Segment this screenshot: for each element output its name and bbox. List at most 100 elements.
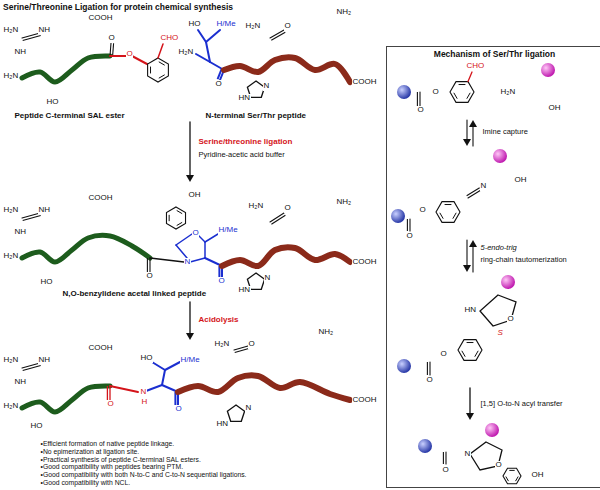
atom-label: O	[107, 400, 114, 409]
bond-line	[152, 362, 165, 370]
bond-line	[540, 86, 546, 102]
atom-label: H₂N	[3, 72, 19, 81]
peptide-backbone	[224, 57, 350, 82]
bond-line	[20, 38, 22, 48]
bond-line	[405, 217, 410, 219]
atom-label: H₂N	[245, 22, 261, 31]
double-bond-line	[271, 215, 285, 224]
bond-line	[20, 368, 22, 378]
ring-outline	[480, 295, 516, 326]
atom-label: NH₂	[336, 8, 352, 17]
double-bond-line	[147, 258, 148, 272]
bond-line	[16, 215, 22, 218]
caption-text: Acidolysis	[198, 316, 239, 325]
caption-text: 5-endo-trig	[480, 244, 517, 252]
blue-peptide-ball	[418, 439, 432, 453]
bond-line	[72, 24, 96, 70]
caption-text: •Practical synthesis of peptide C-termin…	[40, 456, 201, 463]
bond-line	[186, 202, 193, 213]
atom-label: O	[426, 376, 433, 385]
bond-line	[189, 122, 190, 177]
bond-line	[16, 365, 22, 368]
bond-line	[410, 213, 419, 219]
benzene-ring	[436, 202, 460, 223]
bond-line	[498, 288, 504, 295]
atom-label: N	[264, 274, 271, 283]
double-bond-line	[23, 216, 41, 221]
bond-line	[446, 452, 466, 454]
atom-label: NH	[38, 356, 51, 365]
atom-label: O	[406, 232, 413, 241]
atom-label: OH	[531, 471, 544, 480]
ring-outline	[470, 442, 502, 470]
bond-line	[132, 56, 147, 64]
panel-heading: Mechanism of Ser/Thr ligation	[387, 49, 600, 59]
atom-label: O	[417, 106, 424, 115]
bond-line	[468, 72, 472, 82]
caption-text: •No epimerization at ligation site.	[40, 448, 140, 455]
atom-label: OH	[188, 191, 201, 200]
magenta-peptide-ball	[485, 423, 499, 437]
atom-label: HO	[40, 278, 53, 287]
atom-label: HO	[140, 354, 153, 363]
bond-line	[429, 362, 430, 375]
atom-label: COOH	[88, 344, 113, 353]
bond-line	[472, 125, 473, 146]
bond-line	[158, 44, 163, 58]
peptide-backbone	[22, 56, 110, 82]
double-bond-line	[467, 188, 480, 196]
bond-line	[159, 75, 164, 78]
bond-line	[262, 30, 270, 38]
bond-line	[159, 62, 164, 65]
caption-text: ring-chain tautomerization	[480, 256, 567, 264]
bond-line	[150, 258, 184, 262]
bond-layer	[16, 18, 555, 484]
caption-text: Pyridine-acetic acid buffer	[198, 151, 285, 159]
bond-line	[26, 57, 38, 73]
caption-text: Imine capture	[482, 128, 528, 136]
bond-line	[26, 237, 38, 253]
bond-line	[270, 222, 278, 250]
atom-label: H₂N	[3, 26, 19, 35]
atom-label: H₂N	[3, 252, 19, 261]
blue-peptide-ball	[397, 85, 411, 99]
bond-line	[411, 362, 430, 366]
bond-line	[540, 76, 544, 86]
atom-label: HN	[238, 94, 251, 103]
bond-line	[476, 326, 493, 340]
bond-line	[240, 260, 256, 273]
bond-line	[495, 174, 513, 180]
atom-label: NH	[14, 48, 27, 57]
bond-line	[204, 242, 206, 258]
atom-label: H₂N	[3, 402, 19, 411]
caption-text: N-terminal Ser/Thr peptide	[205, 112, 306, 121]
atom-label: H/Me	[180, 356, 200, 365]
bond-line	[150, 67, 151, 73]
atom-label: N	[464, 450, 471, 459]
peptide-backbone	[22, 235, 150, 262]
atom-label: NH	[14, 228, 27, 237]
atom-label: HO	[46, 98, 59, 107]
bond-line	[467, 93, 470, 98]
bond-line	[445, 204, 451, 205]
bond-line	[176, 234, 192, 245]
bond-line	[165, 362, 180, 370]
benzene-ring	[503, 468, 521, 484]
atom-label: O	[419, 206, 426, 215]
double-bond-line	[271, 32, 285, 40]
blue-peptide-ball	[397, 359, 411, 373]
bond-line	[521, 475, 530, 476]
bond-line	[486, 437, 490, 442]
atom-label: O	[108, 34, 115, 43]
bond-line	[440, 213, 443, 218]
double-bond-line	[235, 349, 249, 353]
bond-line	[26, 387, 38, 403]
atom-label: N	[140, 388, 147, 397]
atom-label: COOH	[88, 14, 113, 23]
magenta-peptide-ball	[493, 149, 507, 163]
bond-line	[438, 91, 450, 92]
bond-line	[495, 163, 498, 174]
atom-label: H₂N	[3, 206, 19, 215]
benzene-ring	[166, 207, 185, 229]
